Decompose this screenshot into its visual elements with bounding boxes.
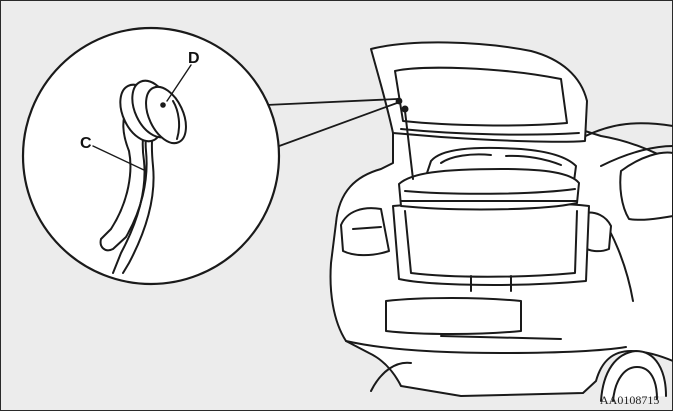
figure-code: AA0108715 xyxy=(600,393,659,408)
callout-label-c: C xyxy=(80,135,92,153)
magnifier-detail xyxy=(23,28,279,284)
car-rear-view xyxy=(331,42,673,401)
callout-label-d: D xyxy=(188,50,200,68)
callout-leader xyxy=(266,99,402,150)
